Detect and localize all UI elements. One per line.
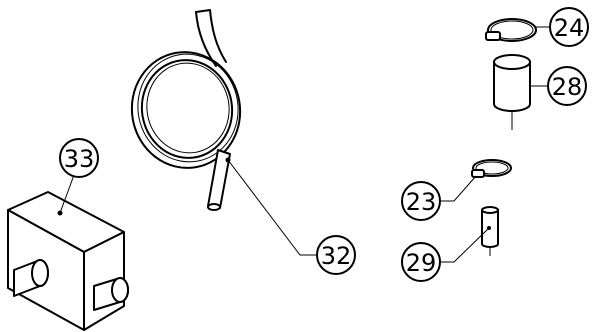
callout-28-label: 28 xyxy=(552,73,583,101)
callout-23: 23 xyxy=(401,181,441,221)
callout-23-label: 23 xyxy=(406,188,437,216)
part-32-hose-coil xyxy=(130,9,318,256)
callout-24-label: 24 xyxy=(554,14,585,42)
callout-33-label: 33 xyxy=(64,145,95,173)
callout-32: 32 xyxy=(316,235,356,275)
callout-32-label: 32 xyxy=(321,242,352,270)
part-28-sleeve xyxy=(493,54,548,130)
part-29-pin xyxy=(440,206,499,263)
part-24-hose-clamp xyxy=(485,18,550,42)
callout-28: 28 xyxy=(547,66,587,106)
callout-33: 33 xyxy=(59,138,99,178)
callout-29: 29 xyxy=(401,242,441,282)
callout-24: 24 xyxy=(549,7,589,47)
part-23-hose-clamp xyxy=(440,159,512,202)
part-33-block xyxy=(7,174,129,331)
callout-29-label: 29 xyxy=(406,249,437,277)
